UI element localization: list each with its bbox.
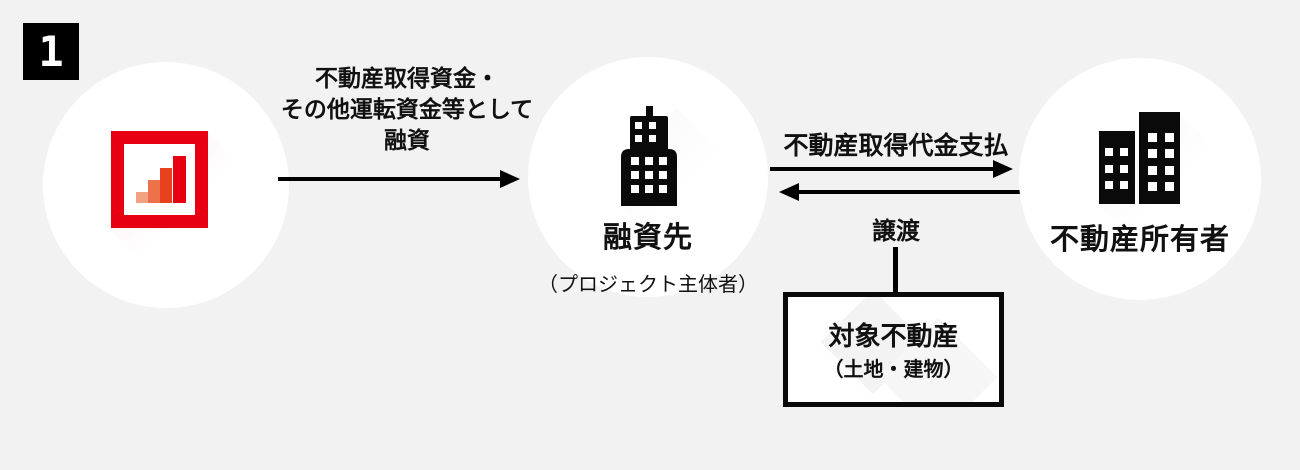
- arrow-head-right-icon: [500, 170, 520, 188]
- borrower-subtitle: （プロジェクト主体者）: [538, 272, 758, 296]
- owner-node: [1019, 58, 1261, 300]
- loan-arrow-label: 不動産取得資金・ その他運転資金等として 融資: [251, 64, 563, 157]
- property-box: 対象不動産 （土地・建物）: [783, 292, 1004, 407]
- payment-arrow-label: 不動産取得代金支払: [783, 131, 1009, 160]
- office-tower-icon: [621, 106, 677, 206]
- property-box-subtitle: （土地・建物）: [823, 357, 964, 381]
- arrow-head-left-icon: [779, 183, 799, 201]
- arrow-shaft: [793, 190, 1021, 194]
- owner-title: 不動産所有者: [1049, 222, 1230, 256]
- transfer-arrow-label: 譲渡: [872, 217, 920, 245]
- property-box-title: 対象不動産: [828, 322, 959, 352]
- loan-label-line-3: 融資: [384, 128, 430, 154]
- arrow-shaft: [278, 177, 506, 181]
- bar-chart-growth-logo-icon: [111, 131, 208, 228]
- loan-arrow-right: [278, 170, 520, 188]
- twin-buildings-icon: [1099, 112, 1180, 204]
- loan-label-line-2: その他運転資金等として: [280, 97, 534, 123]
- transfer-to-property-connector: [893, 247, 898, 293]
- transfer-arrow-left: [779, 183, 1021, 201]
- loan-label-line-1: 不動産取得資金・: [315, 66, 499, 92]
- arrow-head-right-icon: [993, 160, 1013, 178]
- lender-node: [43, 62, 289, 308]
- step-number-badge: 1: [23, 23, 79, 80]
- borrower-node: [528, 57, 768, 297]
- step-number: 1: [38, 26, 64, 76]
- payment-arrow-right: [770, 160, 1013, 178]
- borrower-title: 融資先: [602, 220, 693, 254]
- arrow-shaft: [770, 167, 999, 171]
